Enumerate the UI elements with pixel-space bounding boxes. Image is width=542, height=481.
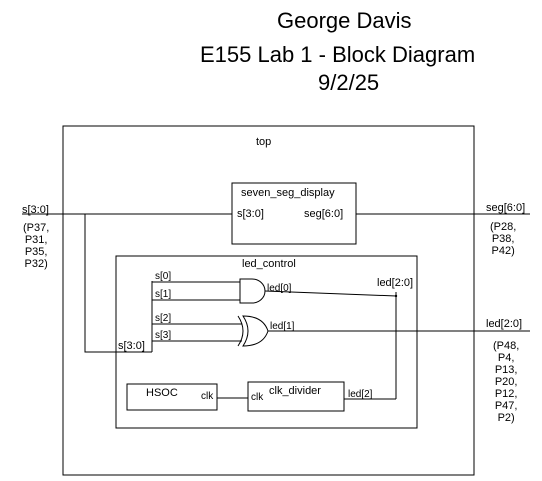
clk-divider-box [247, 381, 345, 412]
s1-label: s[1] [155, 289, 172, 300]
clk-divider-clk-port: clk [251, 392, 264, 403]
s0-label: s[0] [155, 271, 172, 282]
led-bus-label: led[2:0] [377, 277, 414, 289]
wire-s-branch [84, 214, 152, 353]
led-control-box [115, 255, 418, 429]
led-pin-list: (P48, P4, P13, P20, P12, P47, P2) [493, 340, 520, 424]
seven-seg-seg-port: seg[6:0] [304, 208, 344, 220]
led1-label: led[1] [270, 321, 295, 332]
seven-seg-s-port: s[3:0] [237, 208, 264, 220]
title-date: 9/2/25 [318, 70, 380, 95]
title-author: George Davis [277, 8, 412, 33]
hsoc-label: HSOC [146, 387, 178, 399]
led2-label: led[2] [348, 389, 373, 400]
s-pin-list: (P37, P31, P35, P32) [23, 222, 50, 270]
clk-divider-label: clk_divider [269, 385, 321, 397]
hsoc-box [126, 383, 218, 411]
xor-gate-input-curve [237, 315, 244, 347]
led-control-label: led_control [242, 258, 296, 270]
top-output-seg-label: seg[6:0] [486, 202, 526, 214]
wire-led0 [264, 290, 397, 297]
xor-gate [242, 315, 269, 347]
s3-label: s[3] [155, 330, 172, 341]
led-bus-junction [394, 294, 398, 298]
top-output-led-label: led[2:0] [486, 318, 523, 330]
top-module-box [62, 125, 475, 476]
hsoc-clk-port: clk [201, 391, 214, 402]
seven-seg-display-label: seven_seg_display [241, 187, 335, 199]
and-gate [239, 278, 266, 304]
top-input-s-label: s[3:0] [22, 204, 49, 216]
top-module-label: top [256, 136, 272, 148]
led-control-s-port: s[3:0] [118, 340, 145, 352]
title-diagram-name: E155 Lab 1 - Block Diagram [200, 42, 476, 67]
seg-pin-list: (P28, P38, P42) [490, 221, 517, 257]
s2-label: s[2] [155, 313, 172, 324]
led0-label: led[0] [267, 283, 292, 294]
